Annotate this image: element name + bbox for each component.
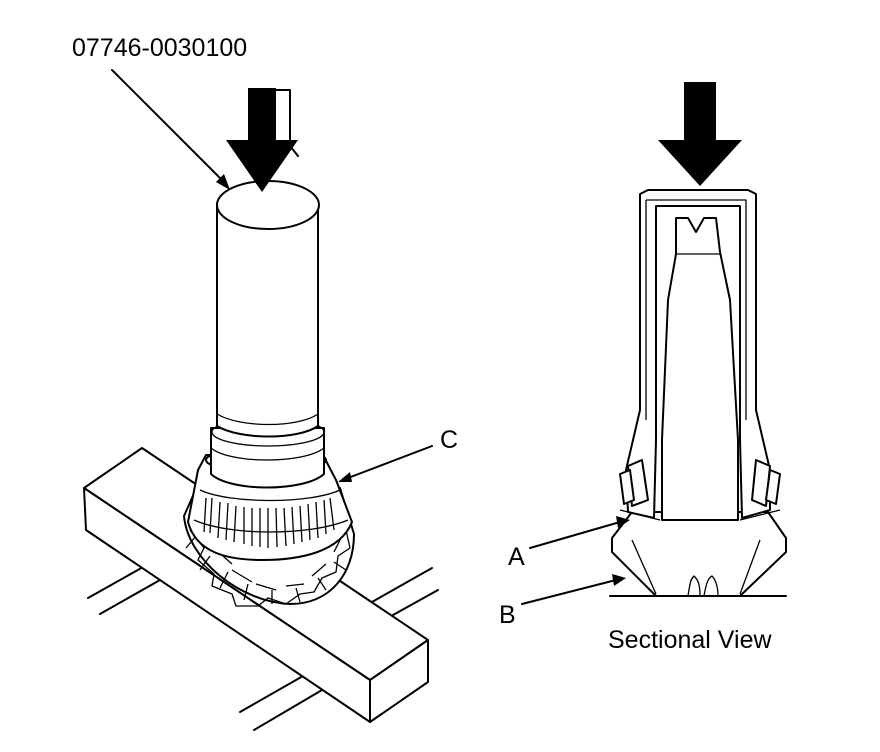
sectional-view-caption: Sectional View (608, 626, 772, 654)
bearing-section (619, 459, 781, 521)
force-arrow-right-icon (658, 82, 742, 186)
callout-b-label: B (499, 601, 516, 629)
callout-c-label: C (440, 426, 459, 454)
callout-a-label: A (508, 543, 525, 571)
force-arrow-left-icon (226, 88, 299, 192)
sectional-view (609, 189, 787, 597)
sectional-leaders (521, 516, 630, 605)
leader-lines (111, 69, 433, 482)
tool-part-number-label: 07746-0030100 (72, 34, 248, 62)
driver-tool (210, 180, 325, 489)
bearing-rollers (203, 497, 335, 548)
